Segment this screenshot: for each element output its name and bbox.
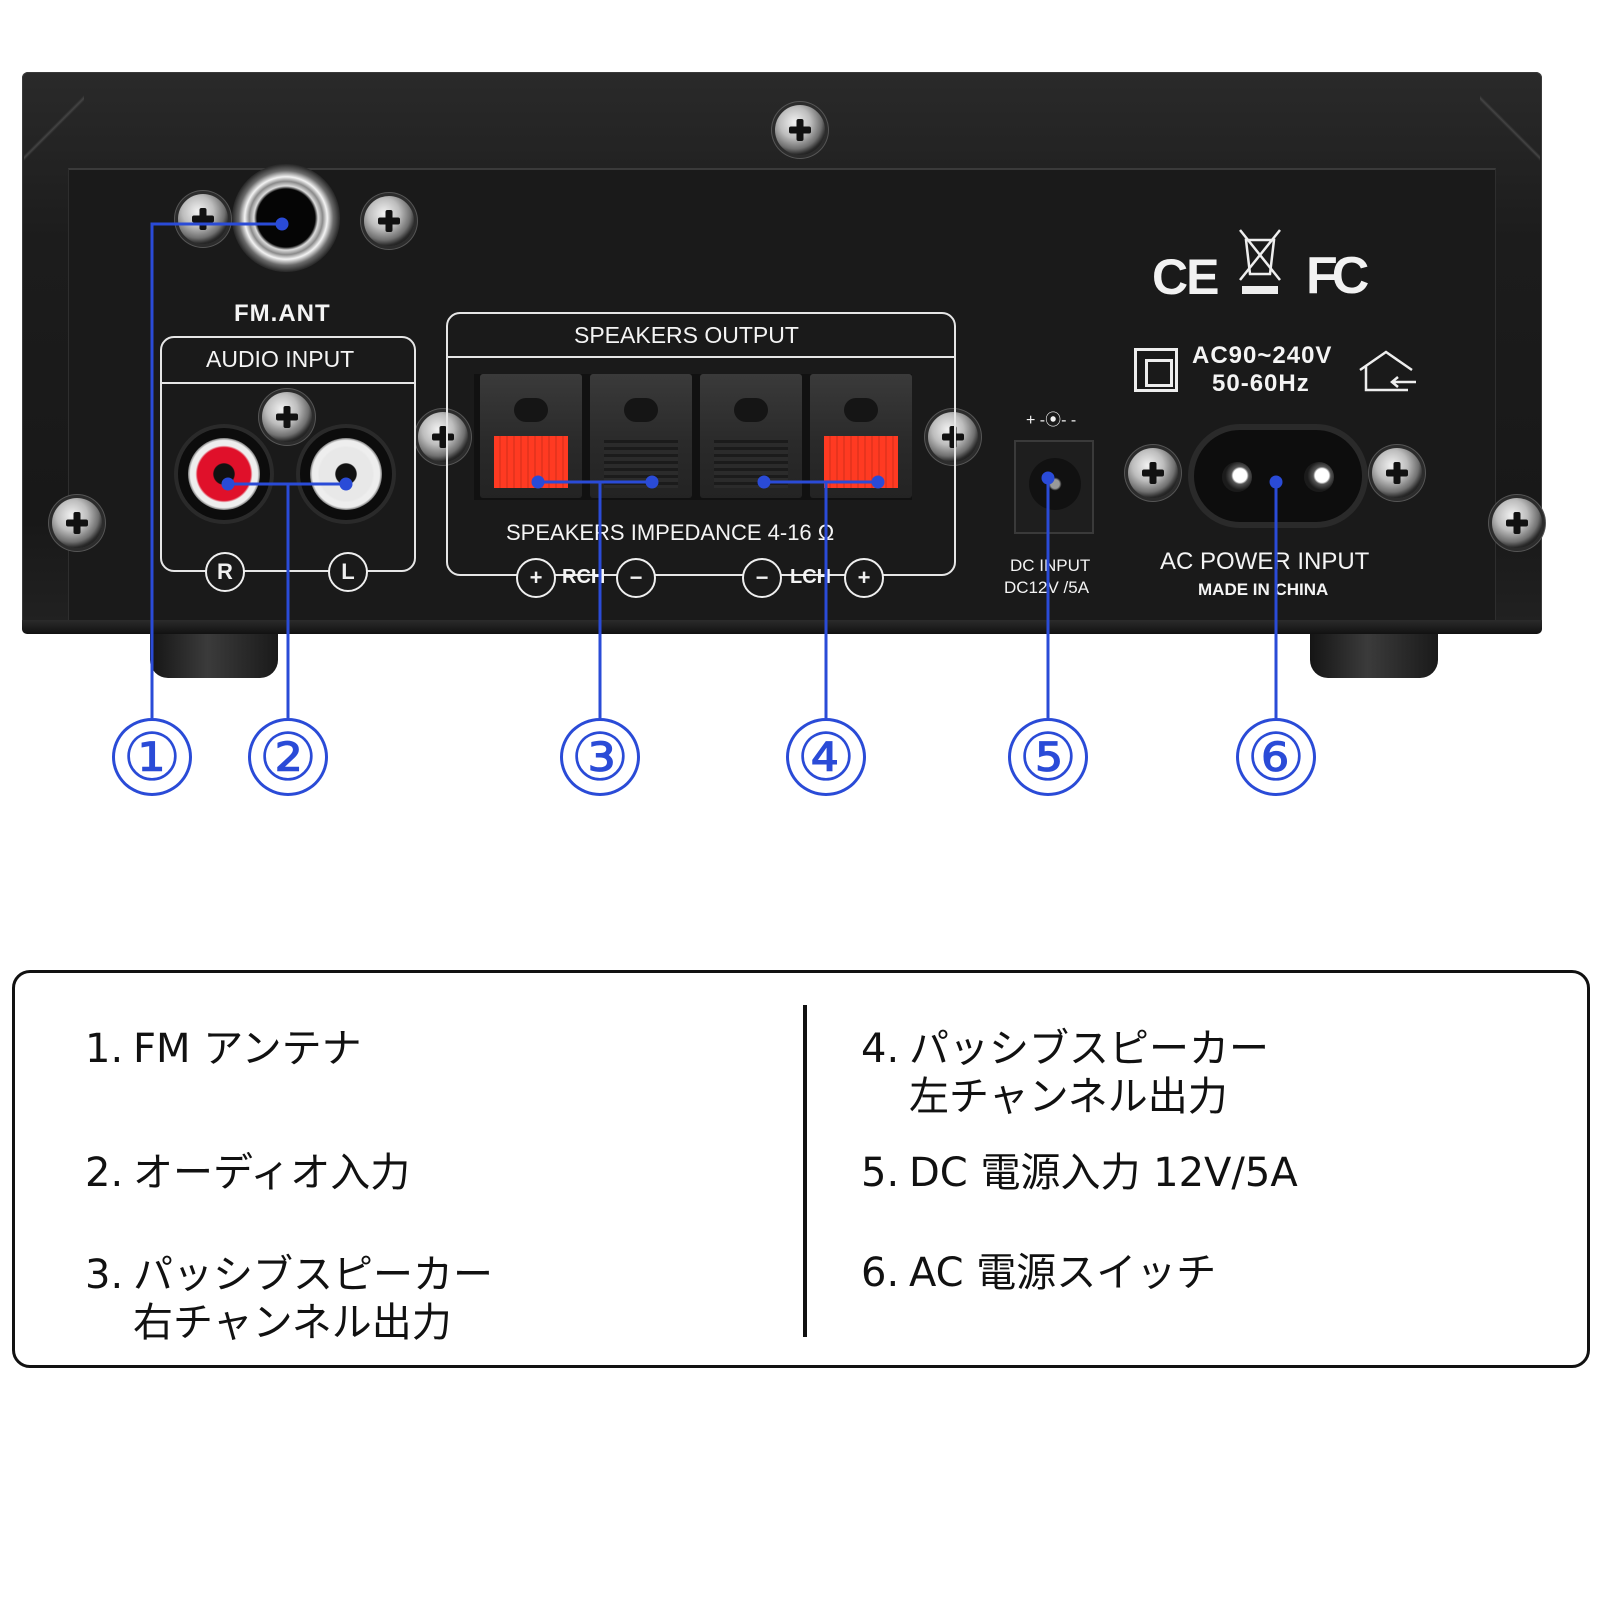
dc-input-label: DC INPUT bbox=[1010, 556, 1091, 575]
lch-minus-label: − bbox=[742, 558, 782, 598]
screw-icon bbox=[418, 412, 468, 462]
legend-text: パッシブスピーカー bbox=[133, 1252, 493, 1298]
callout-number-6: ⑥ bbox=[1236, 718, 1316, 796]
callout-number-1: ① bbox=[112, 718, 192, 796]
legend-num: 3. bbox=[85, 1252, 124, 1298]
speaker-terminal-strip bbox=[474, 374, 912, 500]
lch-plus-label: + bbox=[844, 558, 884, 598]
legend-text-line2: 左チャンネル出力 bbox=[909, 1074, 1228, 1120]
speaker-terminal-lch-minus[interactable] bbox=[700, 374, 802, 498]
audio-l-label: L bbox=[328, 552, 368, 592]
rch-label: RCH bbox=[562, 566, 606, 588]
screw-icon bbox=[1372, 448, 1422, 498]
rca-jack-left[interactable] bbox=[300, 428, 392, 520]
legend-num: 4. bbox=[861, 1026, 900, 1072]
speakers-output-frame bbox=[446, 312, 956, 576]
callout-number-2: ② bbox=[248, 718, 328, 796]
screw-icon bbox=[1492, 498, 1542, 548]
speakers-output-label: SPEAKERS OUTPUT bbox=[574, 322, 799, 348]
made-in-label: MADE IN CHINA bbox=[1198, 580, 1329, 599]
audio-input-label: AUDIO INPUT bbox=[206, 346, 355, 372]
legend-divider bbox=[803, 1005, 807, 1337]
fm-antenna-jack[interactable] bbox=[232, 164, 340, 272]
speaker-terminal-lch-plus[interactable] bbox=[810, 374, 912, 498]
audio-r-label: R bbox=[205, 552, 245, 592]
legend-text: パッシブスピーカー bbox=[909, 1026, 1269, 1072]
legend-text: FM アンテナ bbox=[133, 1026, 362, 1072]
rch-plus-label: + bbox=[516, 558, 556, 598]
legend-item-5: 5.DC 電源入力 12V/5A bbox=[861, 1149, 1298, 1197]
screw-icon bbox=[928, 412, 978, 462]
screw-icon bbox=[364, 196, 414, 246]
callout-number-4: ④ bbox=[786, 718, 866, 796]
fm-ant-label: FM.ANT bbox=[234, 300, 331, 327]
dc-input-rating: DC12V /5A bbox=[1004, 578, 1090, 597]
ac-power-socket[interactable] bbox=[1188, 424, 1368, 528]
rca-jack-right[interactable] bbox=[178, 428, 270, 520]
weee-bin-icon bbox=[1236, 228, 1284, 308]
dc-polarity-icon: + -⦿- - bbox=[1026, 412, 1077, 429]
rubber-foot-right bbox=[1310, 634, 1438, 678]
ac-power-input-label: AC POWER INPUT bbox=[1160, 548, 1370, 575]
chassis-bevel-right bbox=[1480, 78, 1540, 178]
legend-text-line2: 右チャンネル出力 bbox=[133, 1300, 452, 1346]
screw-icon bbox=[52, 498, 102, 548]
legend-item-3: 3.パッシブスピーカー 右チャンネル出力 bbox=[85, 1251, 493, 1347]
legend-num: 6. bbox=[861, 1250, 900, 1296]
ac-rating-voltage: AC90~240V bbox=[1192, 342, 1333, 369]
rch-minus-label: − bbox=[616, 558, 656, 598]
screw-icon bbox=[1128, 448, 1178, 498]
rubber-foot-left bbox=[150, 634, 278, 678]
legend-num: 2. bbox=[85, 1150, 124, 1196]
callout-number-3: ③ bbox=[560, 718, 640, 796]
lch-label: LCH bbox=[790, 566, 832, 588]
legend-item-1: 1.FM アンテナ bbox=[85, 1025, 362, 1073]
legend-text: DC 電源入力 12V/5A bbox=[909, 1150, 1298, 1196]
speaker-terminal-rch-minus[interactable] bbox=[590, 374, 692, 498]
chassis-bevel-left bbox=[24, 78, 84, 178]
speaker-terminal-rch-plus[interactable] bbox=[480, 374, 582, 498]
screw-icon bbox=[178, 194, 228, 244]
speakers-impedance-label: SPEAKERS IMPEDANCE 4-16 Ω bbox=[506, 520, 835, 545]
legend-item-6: 6.AC 電源スイッチ bbox=[861, 1249, 1216, 1297]
legend-text: AC 電源スイッチ bbox=[909, 1250, 1217, 1296]
legend-text: オーディオ入力 bbox=[133, 1150, 411, 1196]
chassis-bottom-edge bbox=[22, 620, 1542, 634]
ce-mark-icon: CE bbox=[1152, 249, 1219, 305]
ac-rating-frequency: 50-60Hz bbox=[1212, 370, 1310, 397]
fcc-mark-icon: FC bbox=[1306, 247, 1369, 305]
legend-num: 5. bbox=[861, 1150, 900, 1196]
indoor-use-icon bbox=[1356, 350, 1418, 399]
screw-icon bbox=[775, 105, 825, 155]
legend-box: 1.FM アンテナ 2.オーディオ入力 3.パッシブスピーカー 右チャンネル出力… bbox=[12, 970, 1590, 1368]
legend-num: 1. bbox=[85, 1026, 124, 1072]
legend-item-4: 4.パッシブスピーカー 左チャンネル出力 bbox=[861, 1025, 1269, 1121]
legend-item-2: 2.オーディオ入力 bbox=[85, 1149, 410, 1197]
callout-number-5: ⑤ bbox=[1008, 718, 1088, 796]
dc-input-jack[interactable] bbox=[1014, 440, 1094, 534]
double-insulation-icon bbox=[1134, 348, 1178, 392]
